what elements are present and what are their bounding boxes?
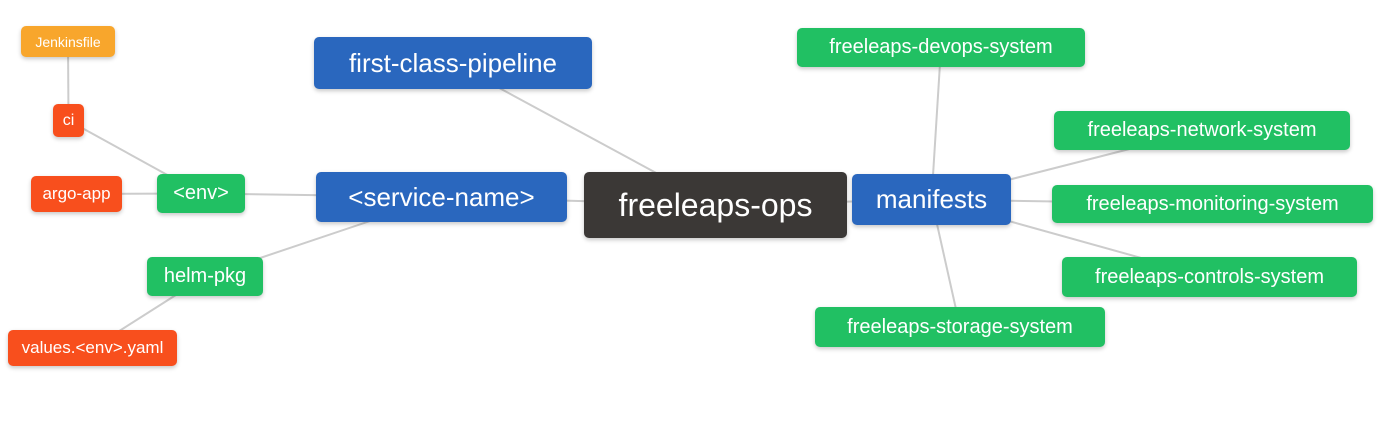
node-freeleaps-controls-system[interactable]: freeleaps-controls-system	[1062, 257, 1357, 297]
node-ci[interactable]: ci	[53, 104, 84, 137]
node-helm-pkg[interactable]: helm-pkg	[147, 257, 263, 296]
node-first-class-pipeline[interactable]: first-class-pipeline	[314, 37, 592, 89]
node-env[interactable]: <env>	[157, 174, 245, 213]
node-freeleaps-ops-root[interactable]: freeleaps-ops	[584, 172, 847, 238]
node-jenkinsfile[interactable]: Jenkinsfile	[21, 26, 115, 57]
node-freeleaps-monitoring-system[interactable]: freeleaps-monitoring-system	[1052, 185, 1373, 223]
node-freeleaps-network-system[interactable]: freeleaps-network-system	[1054, 111, 1350, 150]
node-manifests[interactable]: manifests	[852, 174, 1011, 225]
node-values-env-yaml[interactable]: values.<env>.yaml	[8, 330, 177, 366]
node-freeleaps-storage-system[interactable]: freeleaps-storage-system	[815, 307, 1105, 347]
node-service-name[interactable]: <service-name>	[316, 172, 567, 222]
node-freeleaps-devops-system[interactable]: freeleaps-devops-system	[797, 28, 1085, 67]
node-argo-app[interactable]: argo-app	[31, 176, 122, 212]
